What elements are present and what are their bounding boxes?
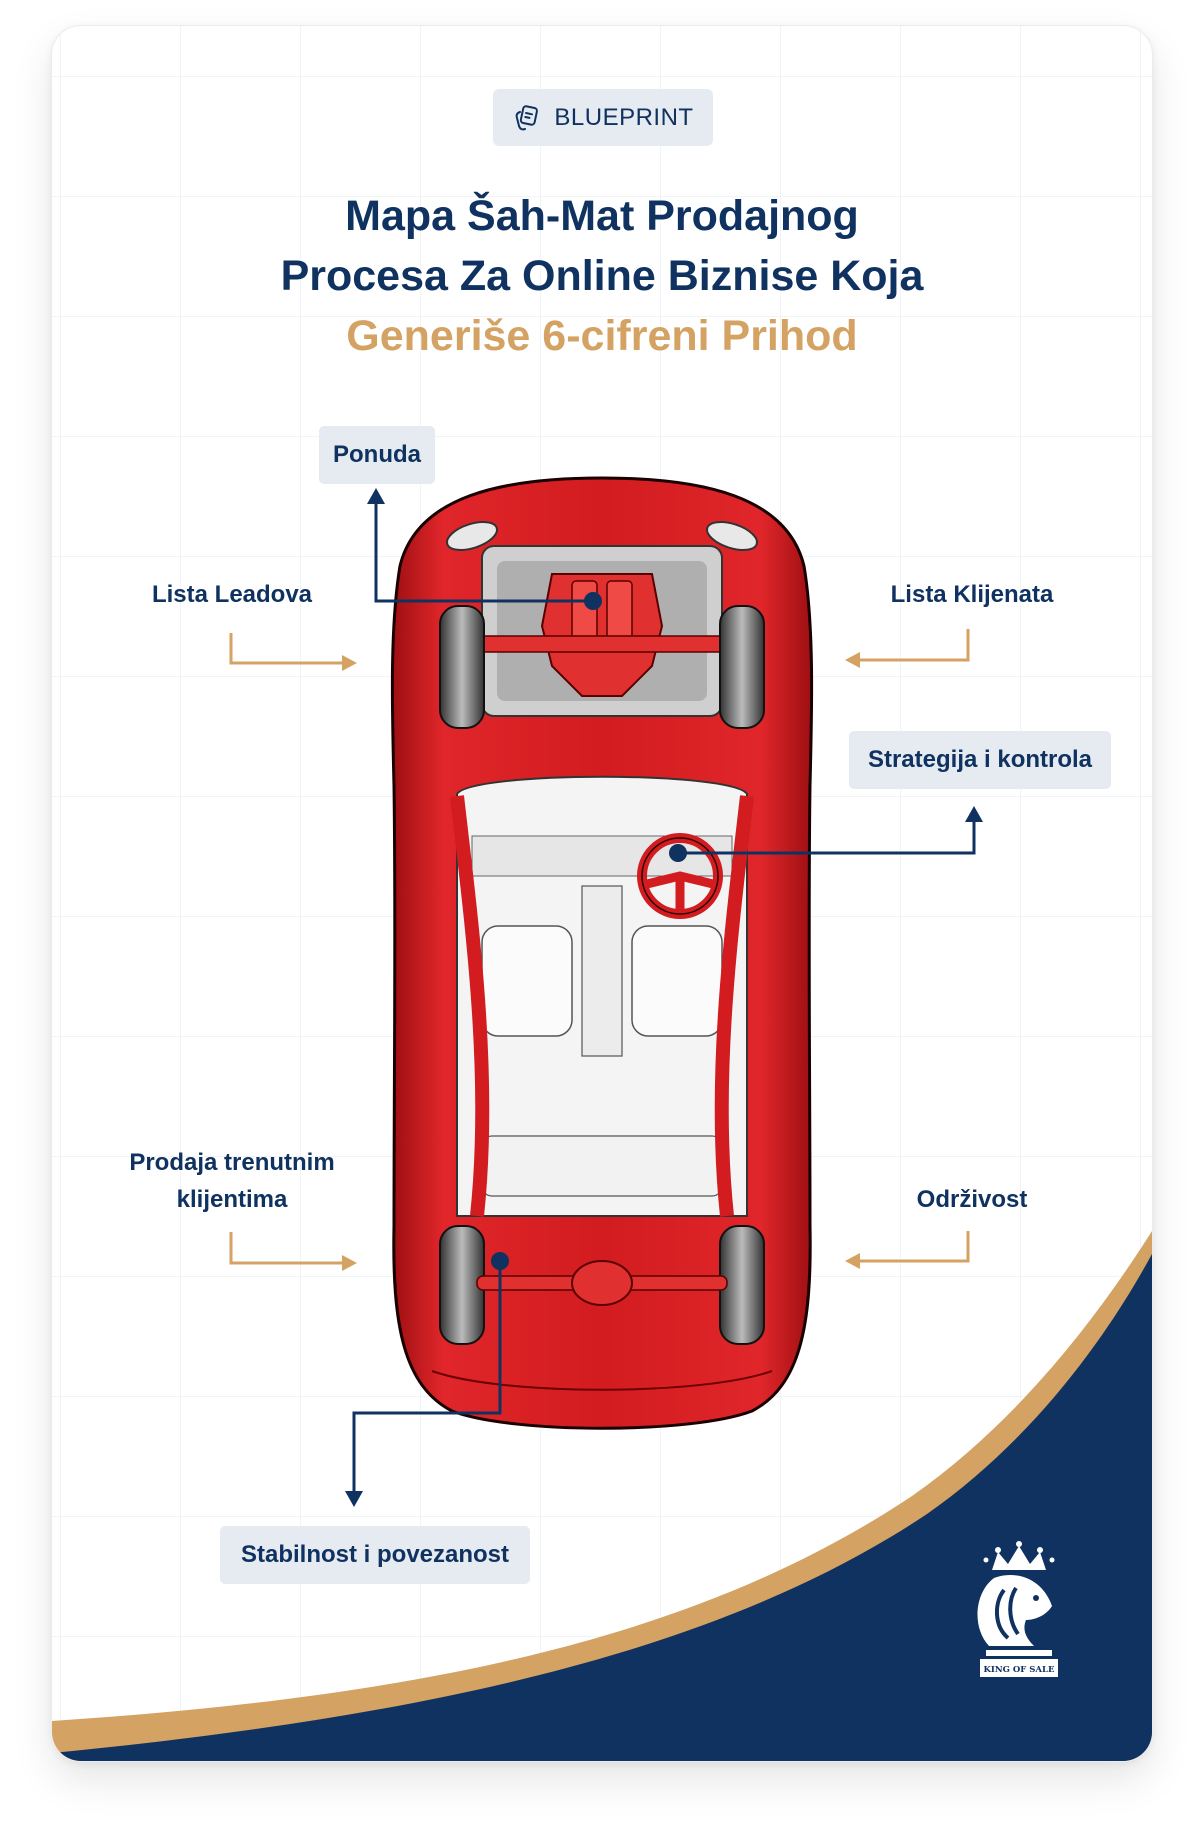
tag-ponuda: Ponuda [319,426,435,484]
badge-label: BLUEPRINT [554,103,694,131]
pedestal [986,1650,1052,1656]
label-prodaja-line1: Prodaja trenutnim [129,1149,335,1176]
crown-icon [983,1541,1055,1570]
page-title: Mapa Šah-Mat Prodajnog Procesa Za Online… [52,186,1152,366]
title-line-2: Procesa Za Online Biznise Koja [280,252,924,300]
king-of-sale-logo: KING OF SALE [977,1541,1058,1677]
title-line-1: Mapa Šah-Mat Prodajnog [345,192,859,240]
label-prodaja-line2: klijentima [176,1186,288,1213]
tag-strategija-label: Strategija i kontrola [867,746,1093,773]
label-lista-klijenata: Lista Klijenata [890,581,1054,608]
tag-stabilnost: Stabilnost i povezanost [220,1526,530,1584]
title-line-3: Generiše 6-cifreni Prihod [346,312,858,360]
cards-icon [516,104,539,130]
lion-knight-icon [977,1574,1052,1646]
label-odrzivost: Održivost [916,1186,1028,1213]
label-lista-leadova: Lista Leadova [151,581,313,608]
label-prodaja: Prodaja trenutnim klijentima [102,1144,362,1218]
infographic-card: BLUEPRINT Mapa Šah-Mat Prodajnog Procesa… [51,25,1153,1762]
blueprint-badge: BLUEPRINT [493,89,713,146]
tag-strategija: Strategija i kontrola [849,731,1111,789]
tag-ponuda-label: Ponuda [333,441,421,468]
brand-name: KING OF SALE [984,1665,1055,1675]
tag-stabilnost-label: Stabilnost i povezanost [240,1541,510,1568]
